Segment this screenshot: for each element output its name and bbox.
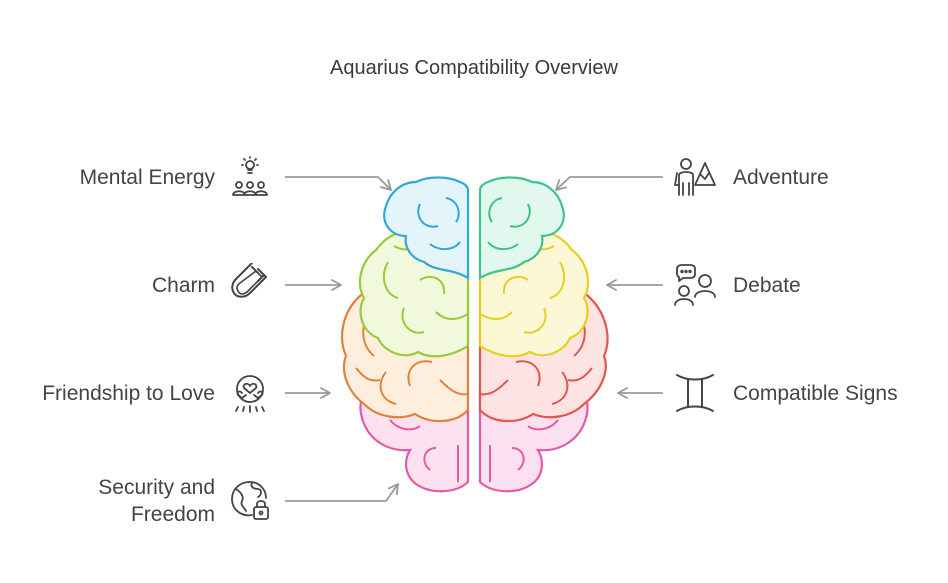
- globe-lock-icon: [231, 481, 269, 520]
- connector-arrows: [285, 176, 663, 502]
- people-talking-icon: [674, 264, 716, 306]
- label-adventure: Adventure: [733, 166, 829, 189]
- label-charm: Charm: [151, 274, 215, 297]
- label-friendship-to-love: Friendship to Love: [42, 382, 215, 405]
- gemini-sign-icon: [676, 374, 714, 412]
- arrow-security: [285, 483, 399, 502]
- arrow-adventure: [555, 176, 663, 191]
- hearts-circle-icon: [235, 375, 265, 413]
- idea-group-icon: [232, 156, 268, 196]
- arrow-mental-energy: [285, 176, 392, 191]
- explorer-mountain-icon: [674, 158, 716, 196]
- label-mental-energy: Mental Energy: [79, 166, 215, 189]
- label-debate: Debate: [733, 274, 801, 297]
- label-security-and-freedom: Security and Freedom: [98, 476, 215, 526]
- brain-lobe-blue-left: [383, 176, 470, 280]
- magnet-icon: [231, 263, 267, 298]
- brain-lobe-green-right: [478, 176, 565, 280]
- diagram-title: Aquarius Compatibility Overview: [330, 57, 618, 79]
- label-compatible-signs: Compatible Signs: [733, 382, 898, 405]
